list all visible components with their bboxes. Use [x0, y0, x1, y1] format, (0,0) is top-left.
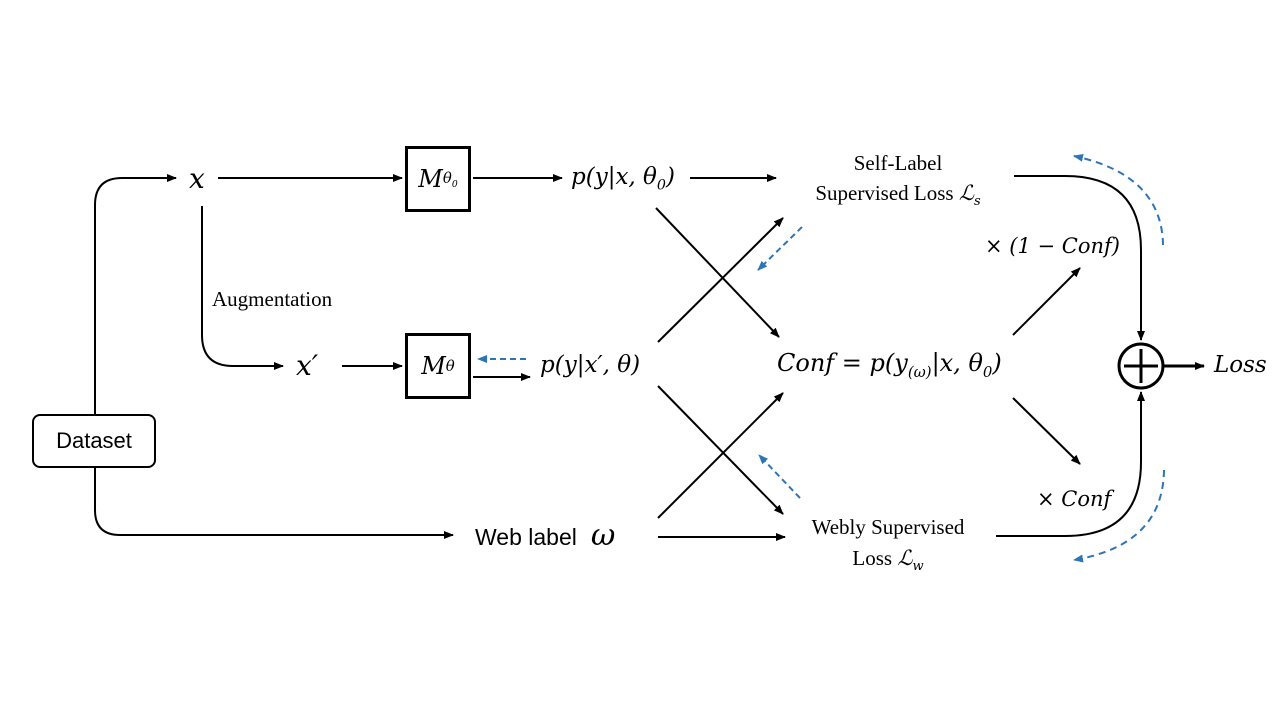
loss-output-label: Loss — [1214, 352, 1267, 378]
web-label-node: Web label ω — [475, 518, 615, 553]
edge-conf-to-weight-web — [1012, 397, 1081, 465]
p-theta0-close: ) — [665, 164, 675, 190]
web-label-symbol: ω — [590, 518, 616, 553]
x-prime-label: x′ — [296, 349, 319, 382]
gradient-arrow-self-loss-back — [757, 226, 803, 271]
edge-self-loss-to-sum — [1014, 175, 1145, 341]
model-theta0-subsub: 0 — [451, 178, 458, 190]
conf-sub: (ω) — [907, 362, 932, 381]
gradient-arrow-upper-curve — [1073, 153, 1164, 246]
edge-p-theta-to-self-loss — [657, 217, 784, 343]
web-label-text: Web label — [475, 524, 577, 550]
webly-loss-line2: Loss — [852, 546, 898, 570]
gradient-arrow-lower-curve — [1073, 469, 1165, 563]
self-loss-symbol: ℒ — [958, 181, 974, 205]
conf-sub2: 0 — [982, 362, 993, 381]
self-loss-line2-wrap: Supervised Loss ℒs — [793, 178, 1003, 217]
self-loss-line1: Self-Label — [853, 151, 943, 175]
self-loss-line2: Supervised Loss — [815, 181, 959, 205]
edge-dataset-to-web-label — [94, 468, 454, 539]
weight-web-label: × Conf — [1037, 487, 1112, 511]
weight-self-label: × (1 − Conf) — [985, 234, 1120, 258]
edge-dataset-to-x — [94, 174, 177, 414]
conf-equation: Conf = p(y(ω)|x, θ0) — [777, 349, 1002, 381]
conf-pre: Conf = p(y — [777, 349, 908, 377]
webly-loss-sub: w — [912, 559, 924, 575]
edge-web-label-to-conf — [657, 392, 784, 519]
webly-loss-line2-wrap: Loss ℒw — [783, 543, 993, 582]
webly-loss-line1: Webly Supervised — [811, 515, 965, 539]
webly-loss-node: Webly Supervised Loss ℒw — [783, 512, 993, 582]
conf-post: |x, θ — [931, 349, 983, 377]
dataset-label: Dataset — [56, 428, 132, 453]
self-label-loss-node: Self-Label Supervised Loss ℒs — [793, 148, 1003, 217]
p-theta0-sub: 0 — [656, 177, 666, 194]
model-theta-sub: θ — [445, 357, 455, 375]
edge-p-theta-to-webly-loss — [657, 385, 784, 515]
gradient-arrow-webly-loss-back — [758, 454, 801, 499]
dataset-node: Dataset — [32, 414, 156, 468]
edge-p-theta0-to-conf — [655, 207, 780, 338]
augmentation-label: Augmentation — [212, 287, 333, 311]
model-theta0-main: M — [418, 165, 443, 193]
edge-webly-loss-to-sum — [996, 391, 1145, 537]
self-loss-sub: s — [973, 194, 981, 210]
model-theta0-sub: θ — [442, 168, 452, 187]
webly-loss-symbol: ℒ — [897, 546, 913, 570]
edge-conf-to-weight-self — [1012, 267, 1081, 336]
p-theta-label: p(y|x′, θ) — [540, 352, 641, 378]
x-input-label: x — [189, 162, 205, 195]
p-theta0-label: p(y|x, θ0) — [571, 164, 675, 194]
edge-x-to-x-prime — [201, 206, 284, 370]
model-theta-main: M — [421, 352, 446, 380]
conf-close: ) — [992, 349, 1002, 377]
p-theta0-text: p(y|x, θ — [571, 164, 657, 190]
